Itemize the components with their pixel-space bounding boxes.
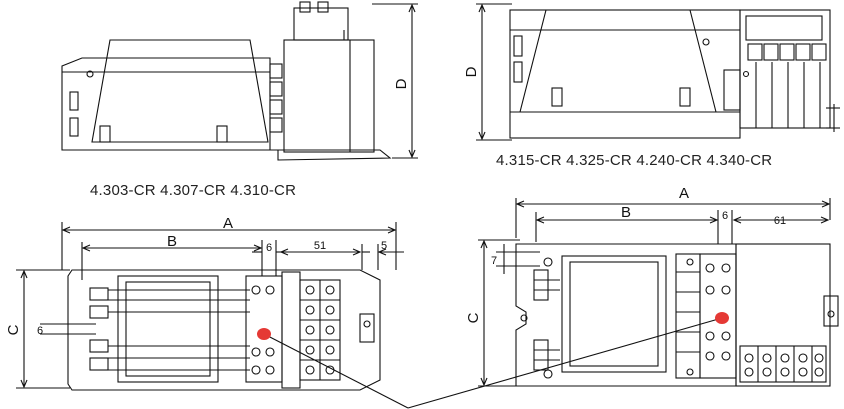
right-side-view — [476, 3, 840, 141]
right-dim-61: 61 — [774, 215, 786, 227]
marker-dot-left — [257, 328, 271, 340]
right-dim-6: 6 — [722, 210, 728, 222]
right-dim-c: C — [465, 312, 482, 323]
left-dim-a: A — [223, 215, 233, 232]
left-dim-b: B — [167, 233, 177, 250]
leader-line-left — [263, 333, 409, 409]
left-dim-6: 6 — [266, 242, 272, 254]
left-dim-slot-6: 6 — [37, 325, 43, 337]
left-dim-5: 5 — [381, 240, 387, 252]
right-model-caption: 4.315-CR 4.325-CR 4.240-CR 4.340-CR — [496, 152, 773, 169]
left-dim-51: 51 — [314, 240, 326, 252]
left-side-dim-d: D — [393, 78, 410, 89]
marker-dot-right — [715, 312, 729, 324]
right-dim-7: 7 — [491, 255, 497, 267]
left-model-caption: 4.303-CR 4.307-CR 4.310-CR — [90, 182, 297, 199]
right-side-dim-d: D — [463, 66, 480, 77]
left-top-view — [16, 222, 404, 391]
right-top-view — [478, 198, 839, 387]
right-dim-a: A — [679, 185, 689, 202]
leader-line-right — [407, 317, 723, 409]
left-dim-c: C — [5, 324, 22, 335]
right-dim-b: B — [621, 204, 631, 221]
left-side-view — [61, 1, 418, 161]
